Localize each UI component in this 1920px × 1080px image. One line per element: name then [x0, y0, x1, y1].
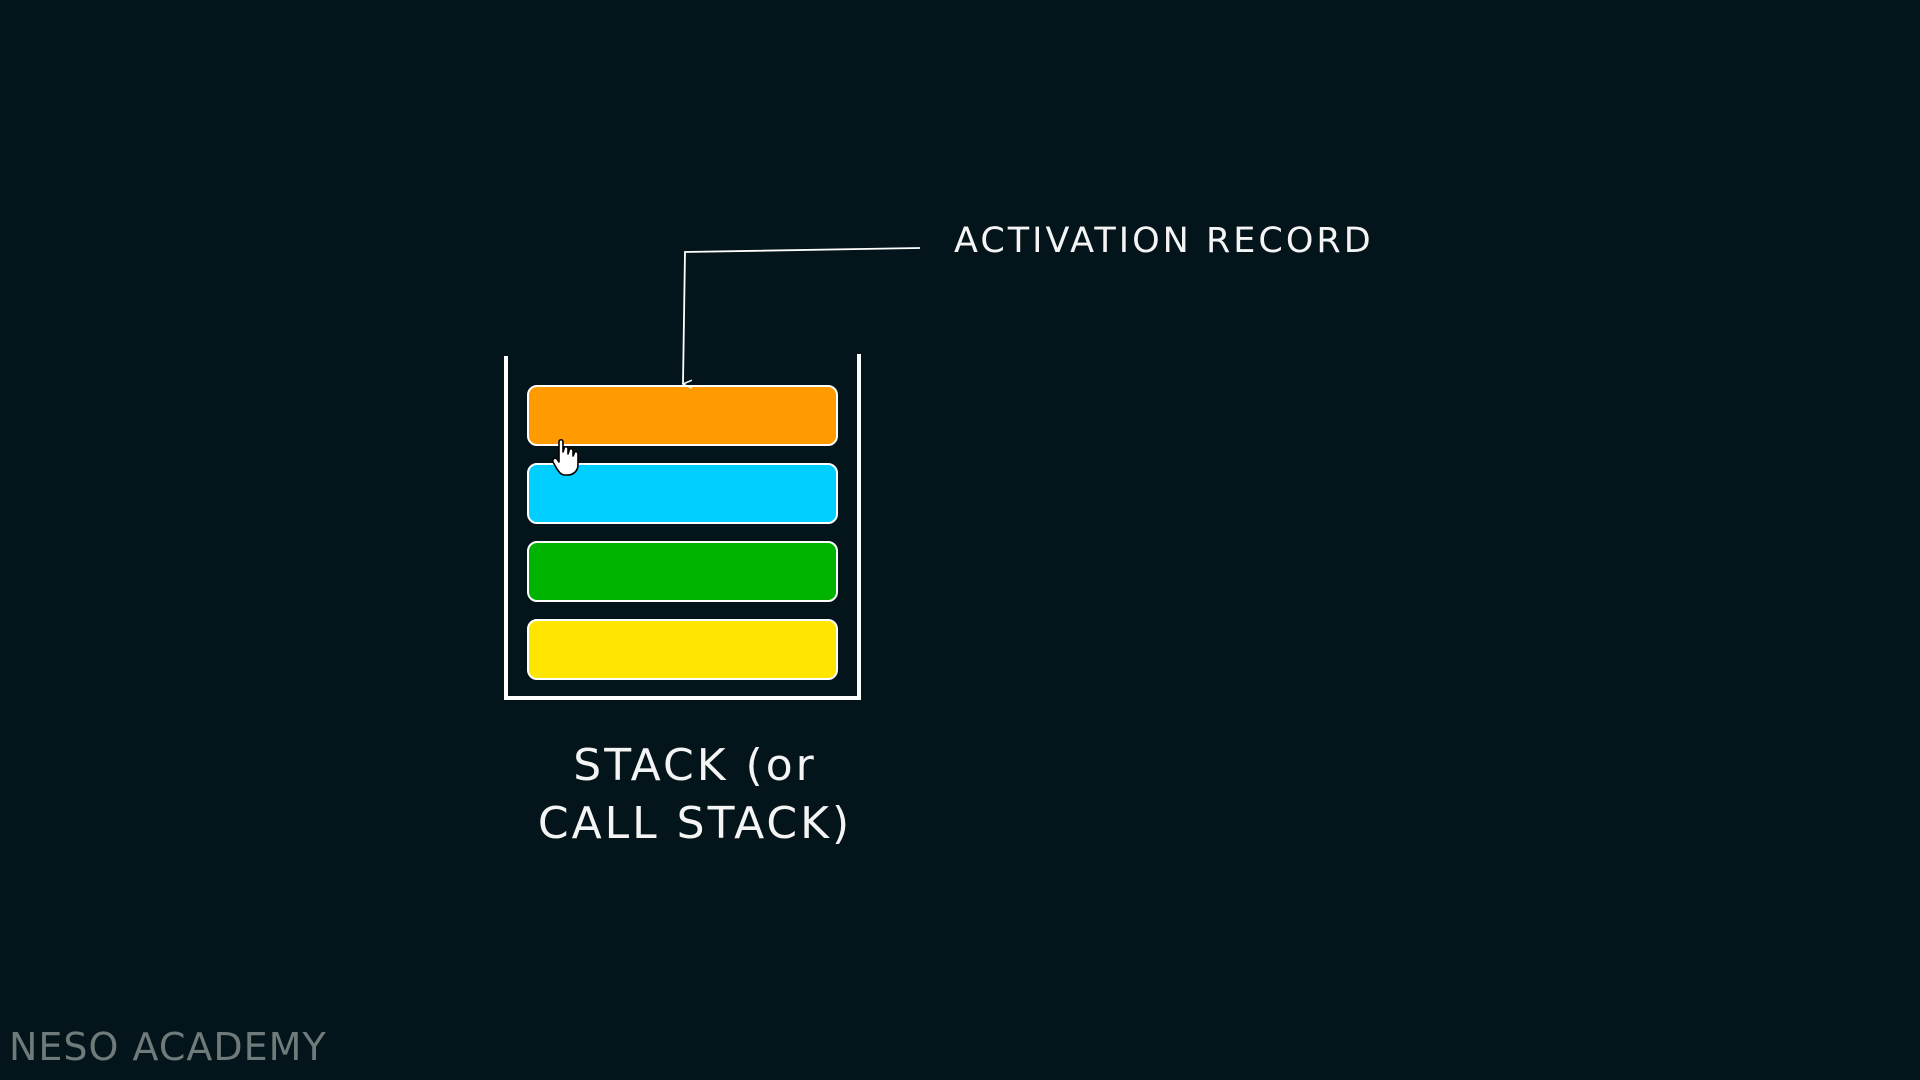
stack-container	[504, 354, 861, 700]
stack-caption-line2: CALL STACK)	[537, 798, 853, 849]
frame-green	[527, 541, 838, 602]
activation-pointer-arrow	[683, 247, 921, 384]
hand-pointer-icon	[552, 438, 579, 476]
stack-caption-line1: STACK (or	[573, 740, 817, 791]
activation-record-label: ACTIVATION RECORD	[954, 221, 1374, 261]
neso-academy-watermark: NESO ACADEMY	[9, 1025, 327, 1069]
frame-orange	[527, 385, 838, 446]
frame-yellow	[527, 619, 838, 680]
stack-caption: STACK (or CALL STACK)	[495, 737, 895, 853]
stack-frames	[527, 385, 838, 680]
frame-blue	[527, 463, 838, 524]
